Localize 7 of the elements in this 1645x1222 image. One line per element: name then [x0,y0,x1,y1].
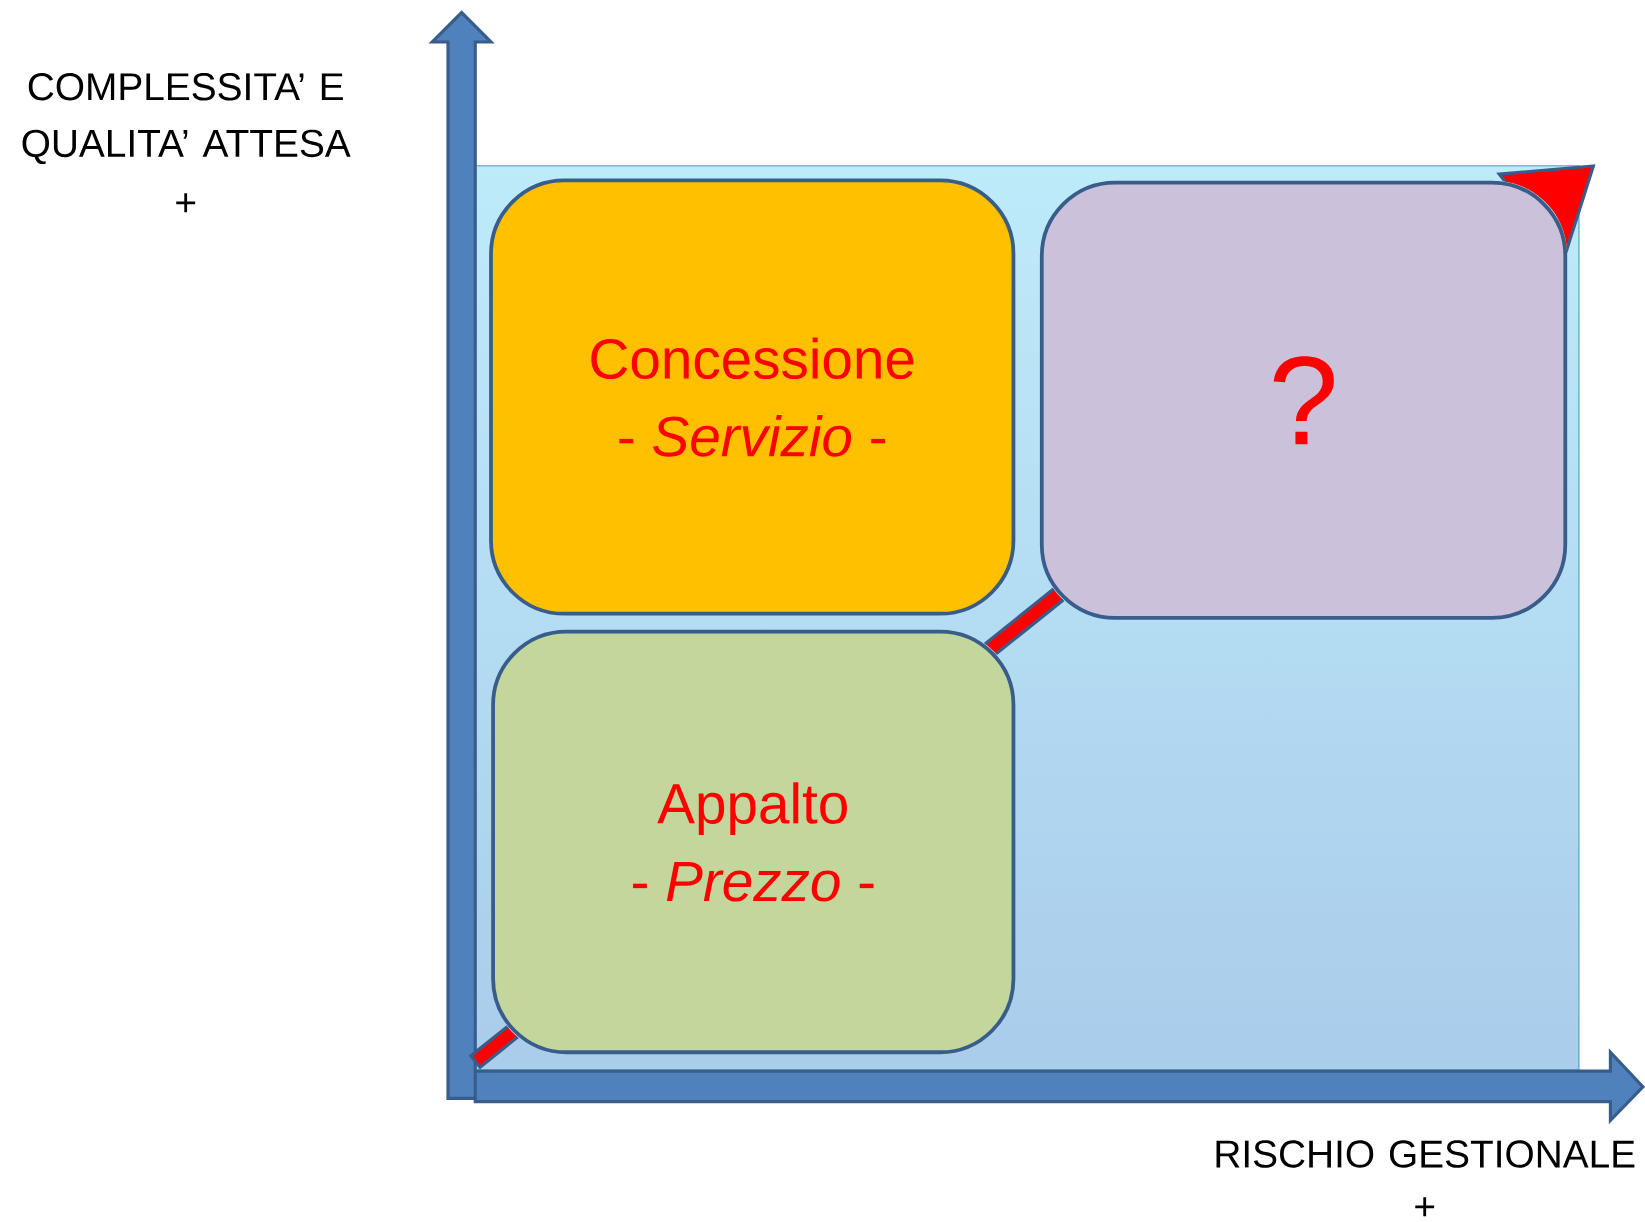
quadrant-box: Concessione - Servizio - [489,178,1016,616]
axis-label: COMPLESSITA’ E QUALITA’ ATTESA [22,72,351,164]
quadrant-box: ? [1039,180,1568,620]
axis-label: RISCHIO GESTIONALE [1216,1140,1635,1168]
axis-label: + [1415,1197,1435,1217]
quadrant-box: Appalto - Prezzo - [491,629,1016,1055]
axis-label: + [176,193,196,213]
